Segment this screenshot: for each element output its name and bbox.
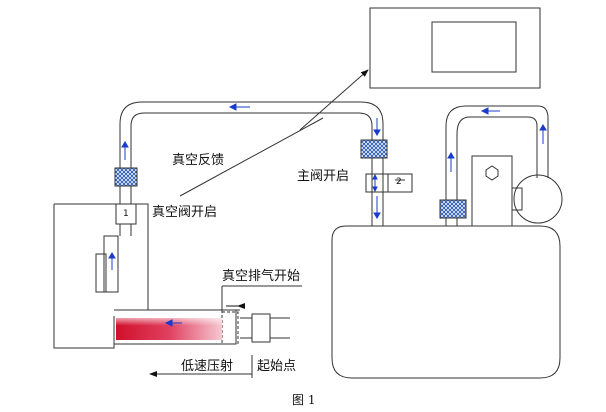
main-valve-open-label: 主阀开启 xyxy=(297,169,350,184)
filter-icon xyxy=(114,139,467,219)
vacuum-feedback-label: 真空反馈 xyxy=(172,153,225,168)
main-valve xyxy=(365,173,413,193)
vacuum-pipe xyxy=(119,101,384,226)
feedback-pointer-line xyxy=(179,117,324,197)
figure-caption: 图 1 xyxy=(292,393,316,407)
pump-icon xyxy=(471,155,563,227)
display-monitor xyxy=(369,7,541,89)
die-casting-machine xyxy=(53,203,149,349)
shot-sleeve xyxy=(114,309,290,345)
start-point-label: 起始点 xyxy=(257,359,297,374)
vacuum-valve-1 xyxy=(115,203,137,225)
filter-pump xyxy=(439,199,467,219)
valve-1-number: 1 xyxy=(123,209,129,219)
valve-2-number: 2 xyxy=(396,177,402,187)
low-speed-injection-label: 低速压射 xyxy=(181,359,234,374)
vacuum-tank xyxy=(331,225,561,379)
filter-left xyxy=(114,167,138,187)
vacuum-valve-open-label: 真空阀开启 xyxy=(152,205,218,220)
flow-arrow-icon xyxy=(108,103,547,327)
monitor-pointer-line xyxy=(299,69,369,131)
molten-metal xyxy=(116,318,222,340)
filter-main xyxy=(360,139,388,159)
vacuum-exhaust-start-label: 真空排气开始 xyxy=(222,269,301,284)
